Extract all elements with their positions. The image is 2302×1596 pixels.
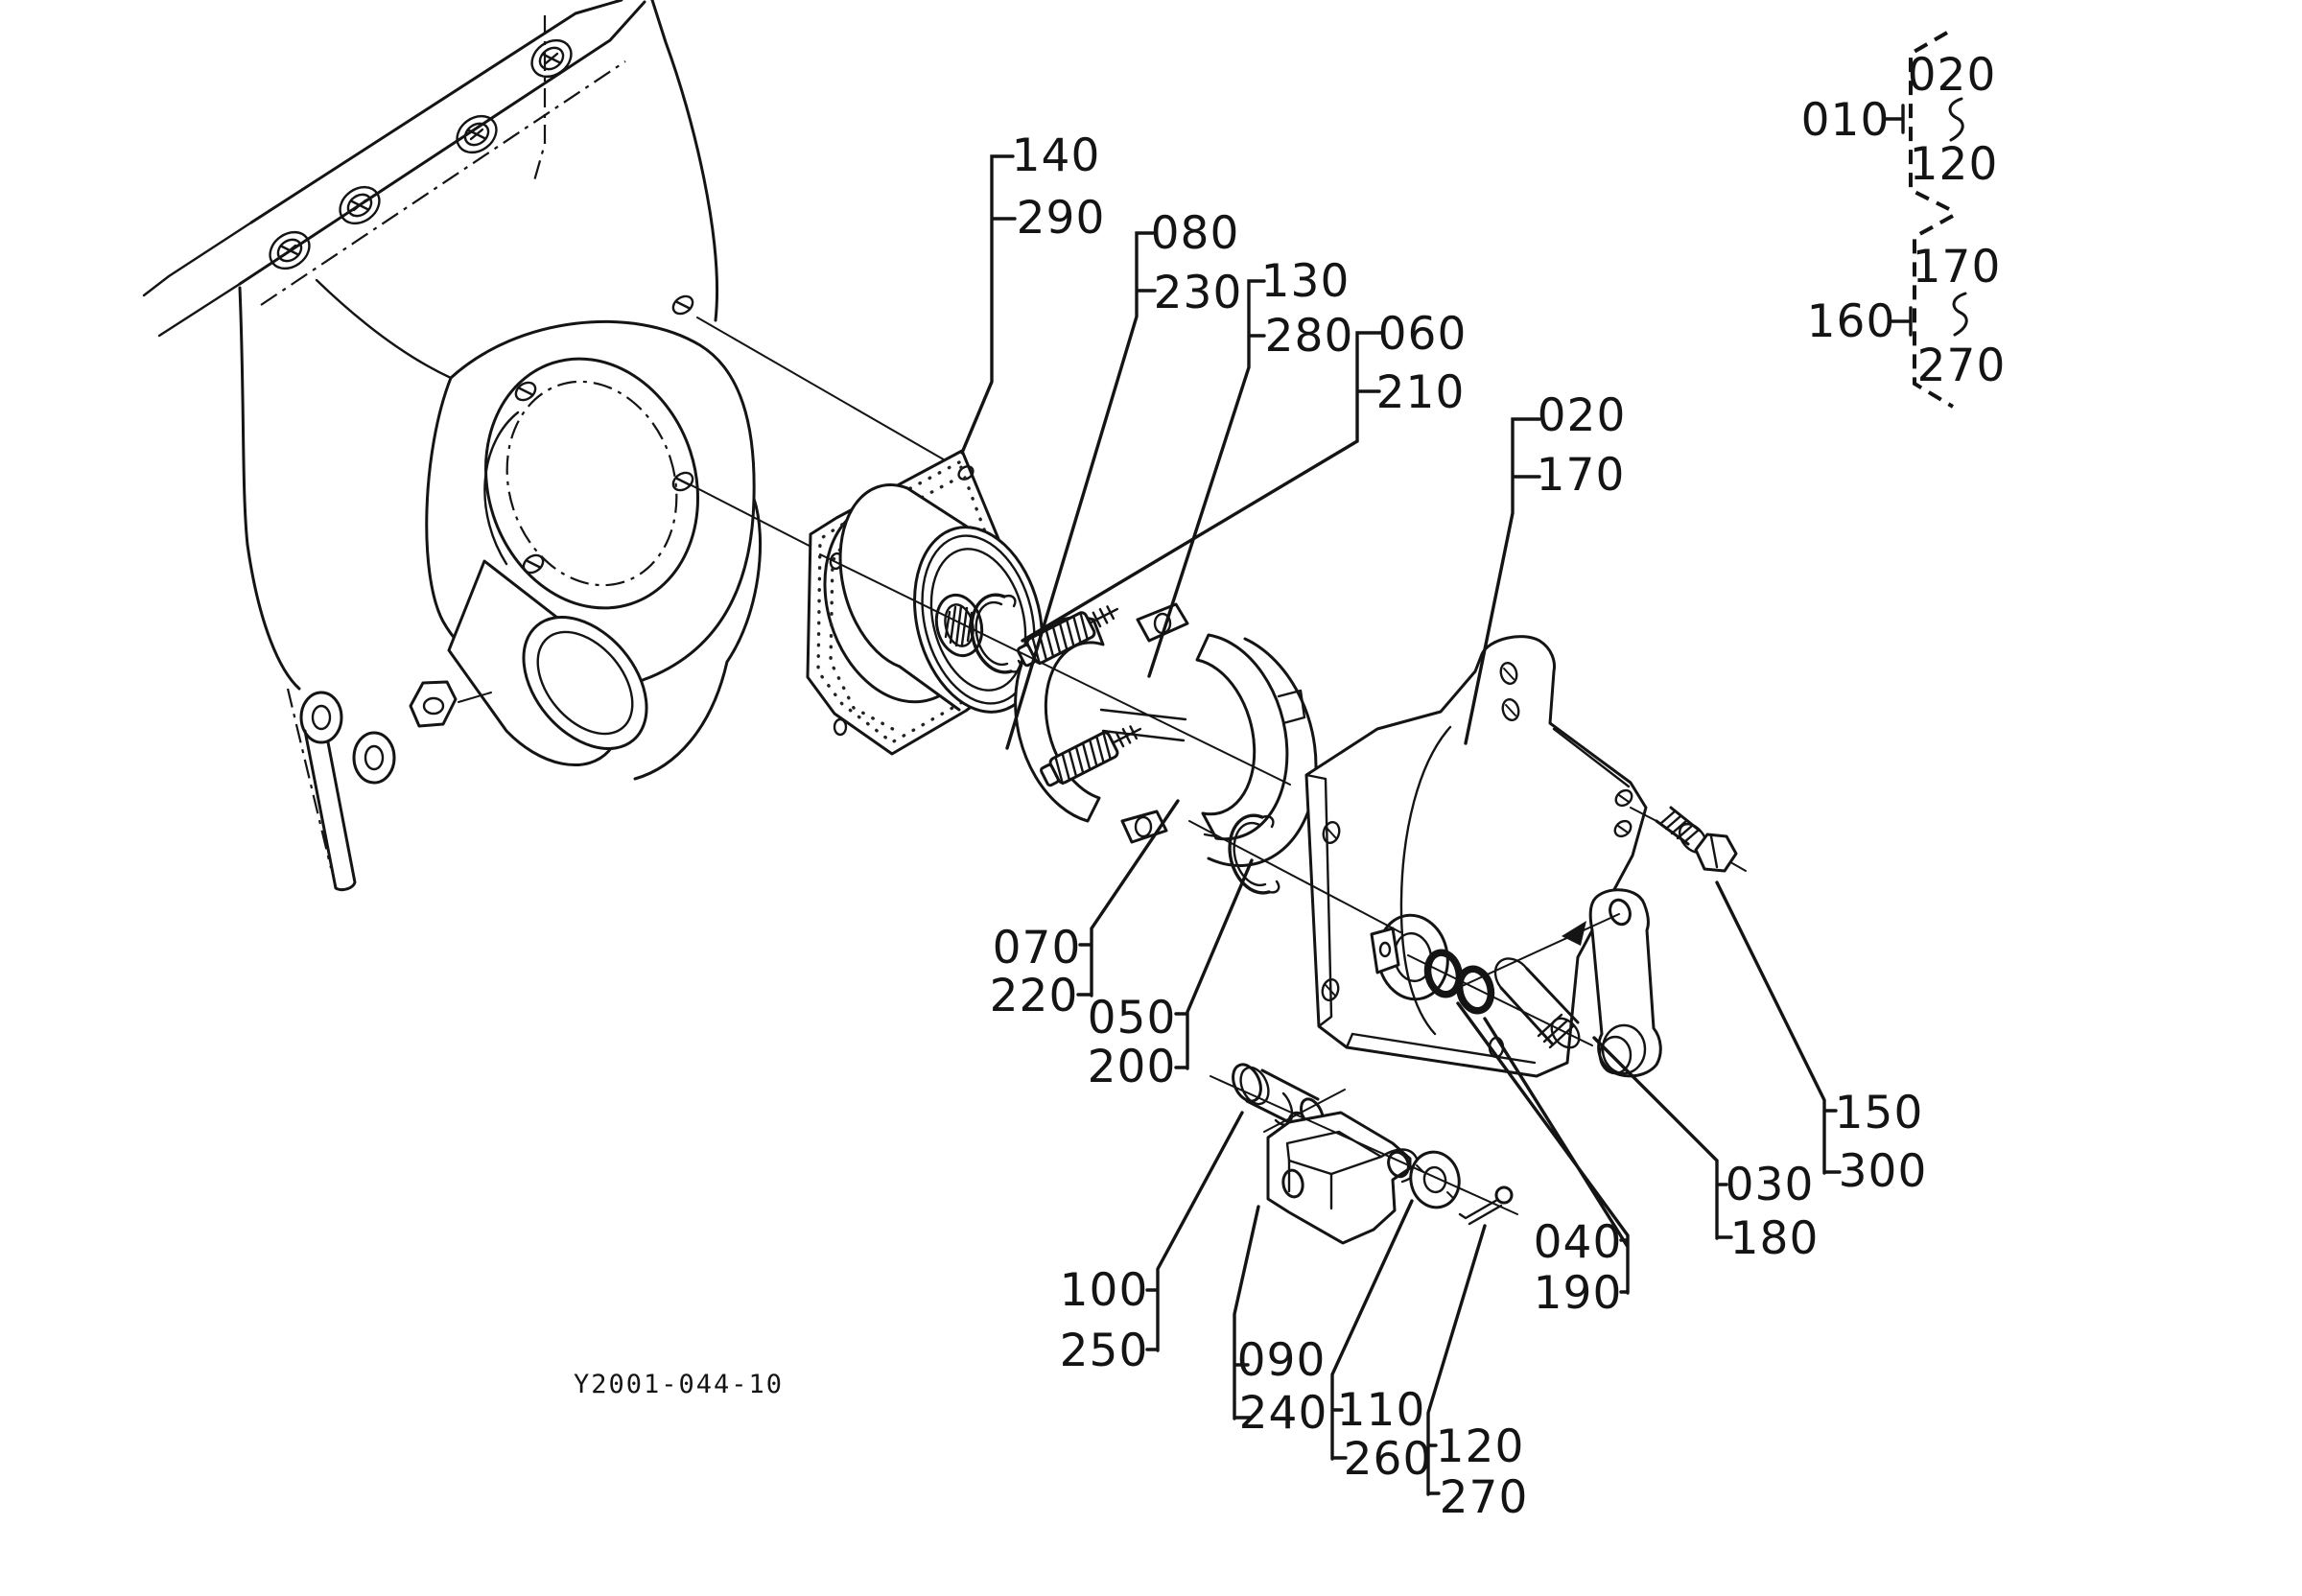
cam-shaft-drawing — [1493, 957, 1581, 1049]
cotter-pin-drawing — [1458, 1185, 1514, 1226]
legend-group-010: 010 020 120 — [1801, 31, 1999, 211]
brake-shoes-drawing — [1014, 602, 1318, 867]
range-tilde — [1948, 97, 1964, 142]
callout-brake-case-1: 020 — [1538, 389, 1627, 442]
callout-shoe-set-1: 130 — [1261, 255, 1351, 308]
callout-snap-ring-rear-2: 200 — [1088, 1041, 1177, 1093]
clevis-drawing — [1266, 1111, 1420, 1245]
callout-brake-lever-2: 180 — [1730, 1212, 1820, 1265]
hex-plug — [409, 680, 458, 728]
leader-snap-ring-front — [1021, 331, 1383, 643]
callout-brake-shoes-2: 220 — [990, 970, 1079, 1022]
callout-brake-drum-1: 080 — [1151, 207, 1240, 260]
leader-brake-shoes — [1076, 799, 1180, 998]
legend-range-to-160: 270 — [1917, 340, 2007, 392]
callout-snap-ring-front-2: 210 — [1376, 366, 1466, 419]
leader-snap-ring-rear — [1174, 858, 1254, 1070]
callout-brake-case-2: 170 — [1537, 449, 1626, 502]
leader-gasket — [960, 154, 1017, 455]
flange-bolt-holes — [269, 38, 573, 270]
leader-bolt — [1715, 880, 1842, 1175]
figure-code: Y2001-044-10 — [574, 1370, 784, 1399]
legend-range-from-160: 170 — [1913, 241, 2002, 293]
leader-brake-lever — [1592, 1036, 1733, 1240]
legend-bracket-160 — [1913, 214, 1955, 409]
callout-bolt-1: 150 — [1835, 1087, 1924, 1139]
washer-drawing — [1409, 1150, 1461, 1209]
alignment-line-top — [696, 317, 961, 470]
callout-washer-2: 260 — [1344, 1433, 1433, 1486]
brake-case-drawing — [1304, 635, 1648, 1078]
callout-clevis-2: 240 — [1239, 1387, 1328, 1440]
assembly-axis-lines — [819, 553, 1620, 1215]
leader-washer — [1330, 1199, 1414, 1461]
legend-assembly-160: 160 — [1807, 295, 1896, 348]
assembly-direction-arrow — [1562, 921, 1586, 946]
bolt-drawing — [1630, 806, 1747, 873]
callout-labels: 140 290 080 230 130 280 060 210 020 170 … — [990, 129, 1928, 1524]
callout-cotter-pin-2: 270 — [1440, 1471, 1529, 1524]
callout-o-rings-1: 040 — [1534, 1216, 1623, 1269]
callout-gasket-2: 290 — [1017, 192, 1106, 245]
brake-lever-drawing — [1588, 888, 1662, 1078]
face-bolt-holes — [514, 294, 694, 575]
callout-gasket-1: 140 — [1012, 129, 1101, 182]
callout-snap-ring-rear-1: 050 — [1088, 992, 1177, 1044]
callout-snap-ring-front-1: 060 — [1378, 308, 1468, 361]
gearcase-housing-drawing — [142, 0, 763, 892]
brake-drum-drawing — [838, 483, 1044, 714]
snap-ring-rear-drawing — [1228, 813, 1280, 895]
o-rings-drawing — [1423, 949, 1495, 1015]
callout-clevis-pin-2: 250 — [1060, 1325, 1149, 1377]
leader-brake-shoe-set — [1147, 279, 1266, 678]
leader-brake-drum — [1005, 231, 1157, 750]
callout-o-rings-2: 190 — [1534, 1267, 1623, 1320]
callout-shoe-set-2: 280 — [1265, 310, 1354, 363]
legend-group-160: 160 170 270 — [1807, 214, 2007, 409]
legend-range-to-010: 120 — [1910, 138, 1999, 191]
callout-bolt-2: 300 — [1839, 1145, 1928, 1198]
leader-clevis — [1233, 1205, 1260, 1420]
callout-cotter-pin-1: 120 — [1436, 1420, 1525, 1473]
callout-clevis-pin-1: 100 — [1060, 1264, 1149, 1317]
leader-clevis-pin — [1145, 1111, 1244, 1352]
callout-brake-lever-1: 030 — [1726, 1159, 1815, 1211]
callout-clevis-1: 090 — [1237, 1334, 1327, 1387]
shoe-spring-lower — [1040, 725, 1142, 787]
legend-range-from-010: 020 — [1908, 49, 1997, 102]
range-tilde — [1952, 292, 1968, 337]
callout-washer-1: 110 — [1337, 1384, 1426, 1437]
leader-brake-case — [1464, 417, 1541, 745]
callout-leaders — [960, 154, 1842, 1496]
leader-o-rings — [1456, 1001, 1630, 1295]
leader-cotter-pin — [1426, 1224, 1487, 1496]
callout-brake-shoes-1: 070 — [993, 922, 1082, 974]
legend-assembly-010: 010 — [1801, 94, 1891, 147]
callout-brake-drum-2: 230 — [1154, 267, 1243, 319]
